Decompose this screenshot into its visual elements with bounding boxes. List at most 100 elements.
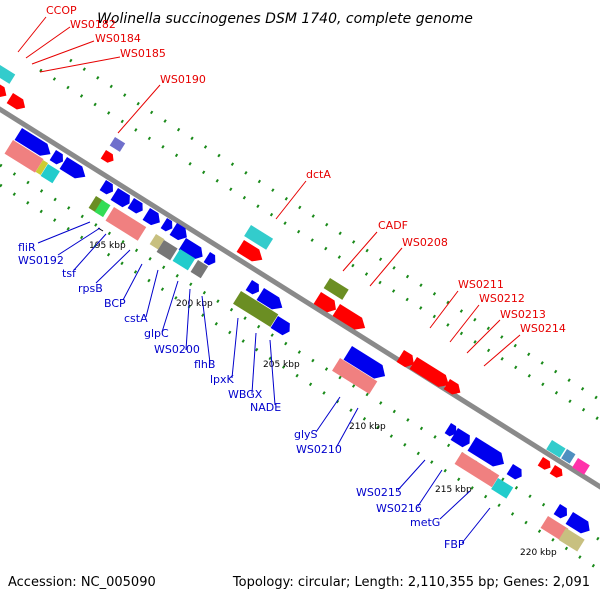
bottom-gene-labels: fliR WS0192 tsf rpsB BCP cstA glpC WS020… [18,241,465,551]
gene-red-top-9 [443,379,461,395]
genome-stats-text: Topology: circular; Length: 2,110,355 bp… [232,575,590,590]
gene-label-glys: glyS [294,428,318,441]
gene-blue-bot-11 [203,252,216,266]
gene-olive-top [323,278,349,300]
tick-label-195: 195 kbp [89,241,126,251]
gene-khaki-bot-2 [558,528,585,552]
gene-label-ws0211: WS0211 [458,278,504,291]
gene-steelblue-top [561,449,576,464]
gene-label-bcp: BCP [104,297,126,310]
gene-blue-bot-12 [245,280,259,295]
gene-label-ws0200: WS0200 [154,343,200,356]
gene-label-nade: NADE [250,401,281,414]
gene-label-rpsb: rpsB [78,282,103,295]
gene-red-top-5 [313,292,336,313]
gene-cyan-bot-2 [172,249,196,271]
gene-cyan-bot-1 [40,164,60,184]
guide-line-top [69,58,600,402]
gene-red-top-7 [396,350,414,368]
gene-gray-bot-2 [190,260,209,279]
gene-label-ws0215: WS0215 [356,486,402,499]
bottom-leader-lines [37,221,491,544]
gene-red-top-6 [332,304,366,330]
gene-green-bot [94,200,111,218]
gene-blue-bot-18 [467,437,504,467]
gene-label-ws0216: WS0216 [376,502,422,515]
dotted-guides [0,58,600,572]
genome-backbone [0,106,600,490]
gene-cyan-top-2 [244,225,274,250]
tick-label-200: 200 kbp [176,299,213,309]
gene-blue-bot-4 [99,180,113,195]
gene-label-ws0213: WS0213 [500,308,546,321]
gene-label-wbgx: WBGX [228,388,263,401]
gene-blue-bot-21 [565,512,590,534]
gene-blue-bot-19 [506,464,522,480]
gene-label-ws0185: WS0185 [120,47,166,60]
gene-label-lpxk: lpxK [210,373,235,386]
gene-olive-bot-2 [233,291,279,328]
tick-label-215: 215 kbp [435,485,472,495]
gene-khaki-bot [149,234,165,250]
gene-label-flir: fliR [18,241,36,254]
gene-label-ws0182: WS0182 [70,18,116,31]
gene-red-top-4 [236,240,263,262]
gene-blue-bot-1 [14,128,51,156]
gene-blue-bot-5 [110,188,130,208]
gene-label-fbp: FBP [444,538,465,551]
gene-label-glpc: glpC [144,327,169,340]
gene-label-ws0192: WS0192 [18,254,64,267]
top-leader-lines [17,16,521,367]
gene-label-ws0190: WS0190 [160,73,206,86]
gene-cyan-top-1 [0,65,16,84]
gene-blue-bot-17 [450,428,470,448]
gene-blue-bot-14 [270,316,290,336]
map-title: Wolinella succinogenes DSM 1740, complet… [97,11,473,27]
gene-label-ws0214: WS0214 [520,322,566,335]
gene-blue-bot-8 [160,218,173,232]
gene-gray-bot-1 [156,240,178,261]
gene-blue-bot-9 [169,223,187,241]
gene-label-ws0212: WS0212 [479,292,525,305]
gene-pink-bot-4 [454,452,500,488]
accession-text: Accession: NC_005090 [8,575,156,590]
gene-label-csta: cstA [124,312,148,325]
gene-purple-top [109,137,126,152]
gene-cyan-bot-3 [491,478,514,499]
gene-label-flhb: flhB [194,358,215,371]
tick-label-220: 220 kbp [520,548,557,558]
tick-label-205: 205 kbp [263,360,300,370]
guide-line-bottom [0,163,600,542]
gene-pink-bot-3 [332,358,378,395]
gene-olive-bot-1 [88,196,105,214]
gene-label-dcta: dctA [306,168,331,181]
gene-label-cadf: CADF [378,219,408,232]
top-strand-genes [0,65,590,478]
gene-red-top-3 [100,150,114,163]
gene-label-ws0210: WS0210 [296,443,342,456]
gene-label-tsf: tsf [62,267,77,280]
gene-blue-bot-3 [59,157,86,179]
tick-label-210: 210 kbp [349,422,386,432]
gene-label-ccop: CCOP [46,4,77,17]
gene-red-top-11 [549,465,563,478]
bottom-strand-genes [4,128,590,552]
gene-label-ws0184: WS0184 [95,32,141,45]
gene-blue-bot-6 [127,198,143,214]
gene-pink-bot-5 [540,516,569,541]
gene-cyan-top-3 [546,440,566,458]
gene-blue-bot-2 [49,150,63,165]
gene-blue-bot-13 [256,288,283,310]
gene-label-ws0208: WS0208 [402,236,448,249]
gene-pink-bot-2 [105,207,147,241]
gene-blue-bot-20 [553,504,567,519]
gene-blue-bot-10 [178,238,203,260]
gene-red-top-1 [0,82,7,98]
gene-red-top-8 [409,357,449,387]
gene-pink-bot-1 [4,140,44,173]
gene-red-top-10 [537,457,551,470]
gene-label-metg: metG [410,516,440,529]
gene-blue-bot-16 [444,423,457,437]
